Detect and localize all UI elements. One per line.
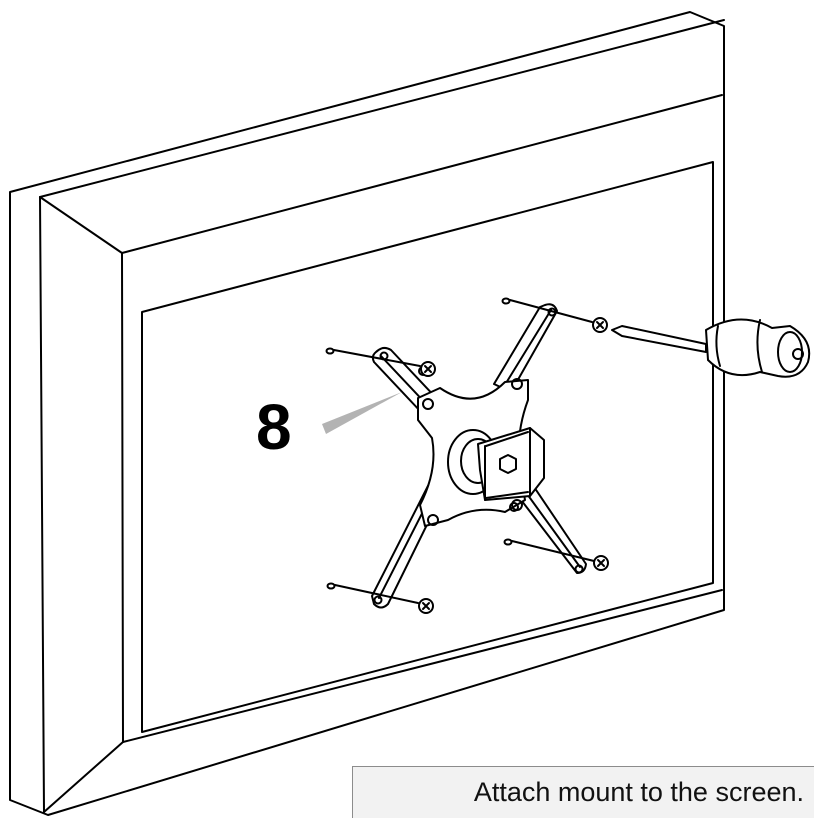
step-number: 8 [256,391,292,463]
screw-icon [333,299,609,614]
mount-bracket-icon [371,303,587,609]
step-leader [322,392,402,434]
tv-screen-icon [9,11,725,816]
caption-text: Attach mount to the screen. [473,777,804,807]
caption-box: Attach mount to the screen. [352,766,814,818]
screwdriver-icon [611,318,811,378]
screw-hole-icon [325,297,513,590]
